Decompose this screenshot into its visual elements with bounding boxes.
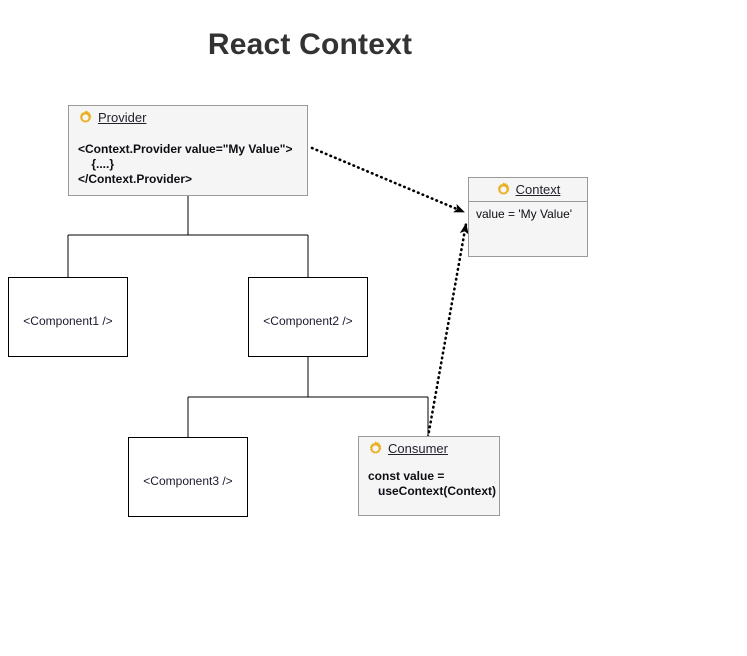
gear-icon: [368, 441, 383, 456]
page-title: React Context: [207, 28, 413, 61]
context-divider: [469, 201, 587, 202]
component1-label: <Component1 />: [23, 314, 113, 328]
node-component1[interactable]: <Component1 />: [8, 277, 128, 357]
tree-connectors-level2: [187, 357, 429, 437]
gear-icon: [496, 182, 511, 197]
node-consumer[interactable]: Consumer const value = useContext(Contex…: [358, 436, 500, 516]
consumer-header: Consumer: [359, 437, 499, 460]
node-component3[interactable]: <Component3 />: [128, 437, 248, 517]
consumer-title: Consumer: [388, 441, 448, 456]
provider-header: Provider: [69, 106, 307, 129]
context-title: Context: [515, 182, 561, 197]
node-component2[interactable]: <Component2 />: [248, 277, 368, 357]
node-context[interactable]: Context value = 'My Value': [468, 177, 588, 257]
consumer-code: const value = useContext(Context): [368, 469, 497, 498]
context-value: value = 'My Value': [476, 207, 573, 221]
context-header: Context: [469, 178, 587, 201]
component3-label: <Component3 />: [143, 474, 233, 488]
tree-connectors-level1: [67, 196, 309, 277]
provider-code: <Context.Provider value="My Value"> {...…: [78, 142, 293, 186]
gear-icon: [78, 110, 93, 125]
node-provider[interactable]: Provider <Context.Provider value="My Val…: [68, 105, 308, 196]
edge-provider-to-context: [310, 146, 466, 214]
edge-consumer-to-context: [426, 222, 469, 439]
provider-title: Provider: [98, 110, 147, 125]
component2-label: <Component2 />: [263, 314, 353, 328]
